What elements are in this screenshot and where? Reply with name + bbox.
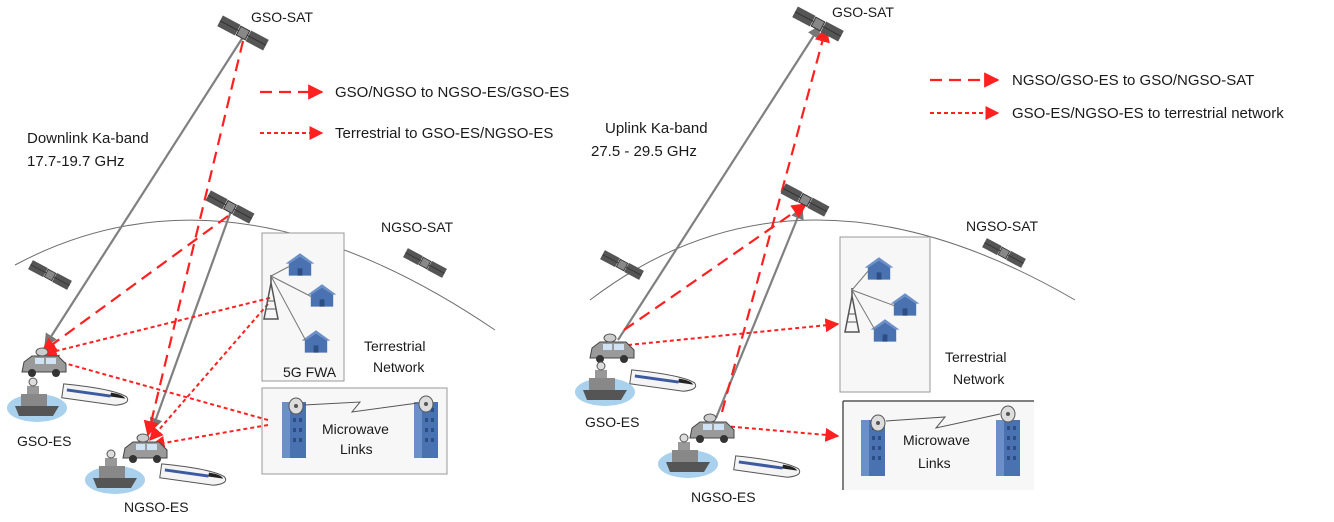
ngso-es-label-right: NGSO-ES	[691, 489, 756, 505]
dish-icon-right-2	[1000, 405, 1016, 423]
right-panel: NGSO/GSO-ES to GSO/NGSO-SAT GSO-ES/NGSO-…	[574, 4, 1284, 505]
mw-to-gso-es-left	[44, 354, 269, 421]
gso-link-left	[44, 36, 244, 348]
fwa-to-gso-es-left	[42, 297, 271, 358]
ngso-satellite-icon-right-2	[599, 249, 645, 281]
legend-dashed-label-right: NGSO/GSO-ES to GSO/NGSO-SAT	[1012, 72, 1254, 89]
microwave-label-left-1: Microwave	[322, 421, 389, 437]
dish-icon-left-1	[288, 397, 304, 415]
gso-es-ship-icon-right	[574, 361, 636, 407]
dish-icon-right-1	[870, 414, 886, 432]
ngso-link-left	[149, 210, 233, 432]
building-icon-right-2	[996, 420, 1020, 476]
fwa-to-ngso-es-left	[149, 303, 269, 442]
band-label-right-1: Uplink Ka-band	[605, 120, 708, 137]
gso-es-label-right: GSO-ES	[585, 414, 639, 430]
ngso-orbit-arc-left	[14, 219, 496, 331]
gso-es-vehicle-icon-left	[21, 347, 67, 378]
microwave-label-right-1: Microwave	[903, 432, 970, 448]
fwa-label-left: 5G FWA	[283, 364, 337, 380]
gso-es-train-icon-right	[629, 368, 698, 394]
gso-interf-left	[143, 40, 245, 437]
gso-uplink-right	[617, 24, 821, 341]
terrestrial-label-right-1: Terrestrial	[945, 349, 1006, 365]
ngso-es-vehicle-icon-left	[122, 433, 168, 464]
ngso-orbit-arc-right	[589, 219, 1076, 301]
ngso-satellite-icon-left-3	[402, 247, 448, 279]
terrestrial-label-right-2: Network	[953, 371, 1005, 387]
band-label-right-2: 27.5 - 29.5 GHz	[591, 143, 697, 160]
gso-es-to-terrestrial-right	[627, 318, 840, 346]
legend-dashed-label-left: GSO/NGSO to NGSO-ES/GSO-ES	[335, 84, 569, 101]
left-panel: GSO/NGSO to NGSO-ES/GSO-ES Terrestrial t…	[6, 9, 569, 515]
ngso-interf-left	[40, 215, 229, 353]
band-label-left-1: Downlink Ka-band	[27, 130, 149, 147]
ngso-satellite-icon-left-2	[27, 259, 73, 291]
legend-dotted-label-left: Terrestrial to GSO-ES/NGSO-ES	[335, 125, 553, 142]
gso-es-train-icon-left	[61, 382, 130, 408]
ngso-sat-label-right: NGSO-SAT	[966, 218, 1039, 234]
ngso-satellite-icon-left	[205, 189, 255, 225]
band-label-left-2: 17.7-19.7 GHz	[27, 153, 125, 170]
gso-sat-label-right: GSO-SAT	[832, 4, 894, 20]
ngso-sat-label-left: NGSO-SAT	[381, 219, 454, 235]
ngso-es-to-gso-sat-right	[720, 26, 830, 413]
ngso-es-train-icon-left	[159, 462, 228, 488]
gso-es-vehicle-icon-right	[589, 333, 635, 364]
gso-es-label-left: GSO-ES	[17, 433, 71, 449]
gso-es-ship-icon-left	[6, 377, 68, 423]
ngso-es-vehicle-icon-right	[689, 413, 735, 444]
legend-dotted-label-right: GSO-ES/NGSO-ES to terrestrial network	[1012, 105, 1284, 122]
gso-sat-label-left: GSO-SAT	[251, 9, 313, 25]
terrestrial-label-left-2: Network	[373, 359, 425, 375]
ngso-es-to-microwave-right	[723, 425, 840, 442]
microwave-label-right-2: Links	[918, 455, 951, 471]
dish-icon-left-2	[418, 395, 434, 413]
ngso-es-train-icon-right	[733, 454, 802, 480]
fwa-box-left	[261, 232, 345, 382]
terrestrial-label-left-1: Terrestrial	[364, 338, 425, 354]
microwave-label-left-2: Links	[340, 441, 373, 457]
ngso-satellite-icon-right	[780, 182, 830, 218]
ngso-es-label-left: NGSO-ES	[124, 499, 189, 515]
ngso-es-ship-icon-right	[657, 433, 719, 479]
mw-to-ngso-es-left	[150, 424, 269, 450]
